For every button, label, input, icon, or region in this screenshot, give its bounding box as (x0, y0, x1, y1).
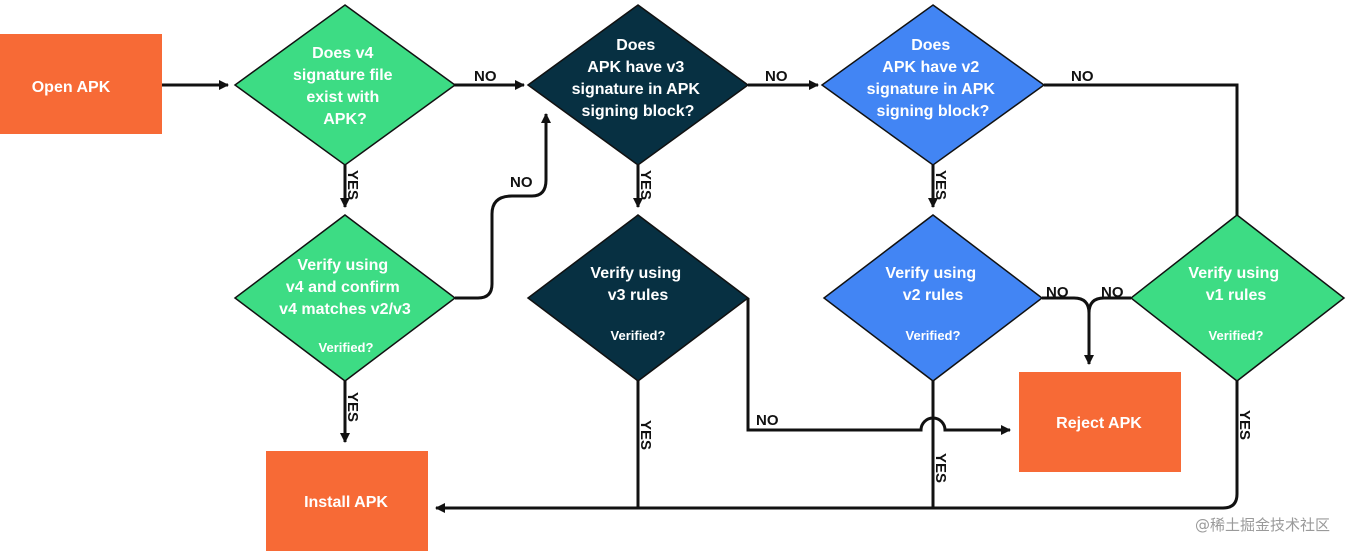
label-no-v3q: NO (765, 68, 788, 85)
label-yes-verify-v3: YES (637, 420, 654, 450)
verify-v2-label: Verify using v2 rules (885, 265, 980, 304)
verify-v2-verified-label: Verified? (906, 328, 961, 343)
verify-v1-label: Verify using v1 rules (1188, 265, 1283, 304)
question-v4-signature-diamond: Does v4 signature file exist with APK? (233, 4, 457, 166)
question-v3-label: Does APK have v3 signature in APK signin… (572, 37, 705, 120)
label-yes-verify-v2: YES (932, 453, 949, 483)
verify-v4-verified-label: Verified? (319, 340, 374, 355)
label-yes-verify-v1: YES (1236, 410, 1253, 440)
question-v2-signature-diamond: Does APK have v2 signature in APK signin… (820, 4, 1046, 166)
open-apk-label: Open APK (32, 79, 111, 96)
label-no-v4q: NO (474, 68, 497, 85)
reject-apk-label: Reject APK (1056, 415, 1142, 432)
label-yes-verify-v4: YES (344, 392, 361, 422)
reject-apk-box: Reject APK (1019, 372, 1181, 472)
question-v2-label: Does APK have v2 signature in APK signin… (867, 37, 1000, 120)
verify-v3-label: Verify using v3 rules (590, 265, 685, 304)
edge-v2q-no-to-v1 (1044, 83, 1239, 215)
label-no-v2q: NO (1071, 68, 1094, 85)
question-v4-label: Does v4 signature file exist with APK? (293, 45, 397, 128)
label-no-verify-v4: NO (510, 174, 533, 191)
install-apk-label: Install APK (304, 494, 388, 511)
label-no-verify-v3: NO (756, 412, 779, 429)
verify-v1-verified-label: Verified? (1209, 328, 1264, 343)
label-yes-v4q: YES (344, 170, 361, 200)
install-apk-box: Install APK (266, 451, 428, 551)
verify-v1-diamond: Verify using v1 rules Verified? (1129, 214, 1346, 382)
watermark-text: @稀土掘金技术社区 (1195, 516, 1330, 534)
label-no-verify-v2: NO (1046, 284, 1069, 301)
label-yes-v2q: YES (932, 170, 949, 200)
edge-verify-v4-no (455, 113, 551, 300)
open-apk-box: Open APK (0, 34, 162, 134)
verify-v3-diamond: Verify using v3 rules Verified? (526, 214, 750, 382)
question-v3-signature-diamond: Does APK have v3 signature in APK signin… (526, 4, 750, 166)
verify-v4-label: Verify using v4 and confirm v4 matches v… (279, 257, 411, 318)
edge-verify-v1-no (1087, 296, 1131, 314)
label-yes-v3q: YES (637, 170, 654, 200)
edge-verify-v2-no (1042, 296, 1094, 365)
verify-v4-diamond: Verify using v4 and confirm v4 matches v… (233, 214, 457, 382)
edge-verify-v1-yes (435, 380, 1239, 513)
label-no-verify-v1: NO (1101, 284, 1124, 301)
verify-v2-diamond: Verify using v2 rules Verified? (822, 214, 1044, 382)
verify-v3-verified-label: Verified? (611, 328, 666, 343)
